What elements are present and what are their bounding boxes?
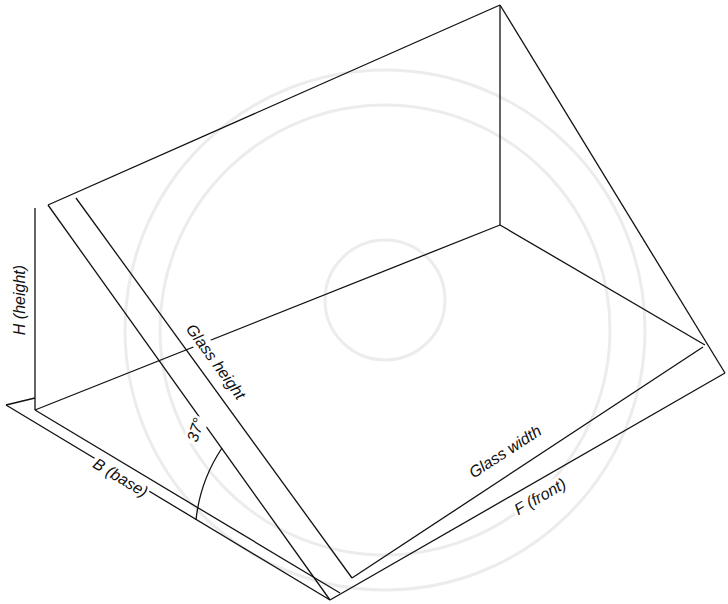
watermark-seal [125,70,645,590]
dimension-label: Glass width [464,421,547,483]
angle-label: 37° [183,414,209,446]
box-lines [6,5,725,600]
dimension-label: H (height) [11,263,29,337]
dimension-label: Glass height [180,319,249,405]
dimension-label: F (front) [509,474,570,520]
